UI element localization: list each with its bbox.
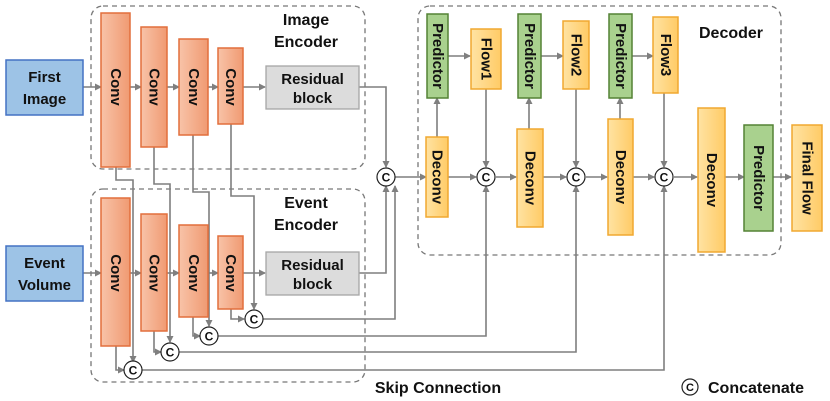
svg-text:Flow1: Flow1 <box>478 38 495 81</box>
svg-text:block: block <box>293 276 333 293</box>
event-encoder-label-2: Encoder <box>274 217 338 234</box>
event-volume-label-2: Volume <box>18 277 71 294</box>
svg-text:Predictor: Predictor <box>750 145 767 211</box>
concat-node-decoder-2: C <box>566 167 586 187</box>
svg-text:Residual: Residual <box>281 71 344 88</box>
decoder-label: Decoder <box>699 25 763 42</box>
svg-text:C: C <box>572 171 581 185</box>
svg-text:Conv: Conv <box>185 254 202 292</box>
svg-text:Conv: Conv <box>185 68 202 106</box>
image-encoder-group <box>90 5 366 170</box>
flow1-box: Flow1 <box>470 28 502 90</box>
concatenate-legend-label: Concatenate <box>708 380 804 397</box>
skip-connection-label: Skip Connection <box>375 380 501 397</box>
first-image-label-2: Image <box>23 91 66 108</box>
concat-node-skip-1: C <box>123 360 143 380</box>
flow3-box: Flow3 <box>652 16 679 94</box>
first-image-box <box>5 59 84 116</box>
concat-node-skip-2: C <box>160 342 180 362</box>
svg-text:C: C <box>166 346 175 360</box>
event-volume-label-1: Event <box>24 255 65 272</box>
concatenate-legend-symbol: C <box>686 382 694 394</box>
decoder-group <box>417 5 782 256</box>
predictor-1: Predictor <box>426 13 449 99</box>
svg-text:Predictor: Predictor <box>612 23 629 89</box>
image-conv-3: Conv <box>178 38 209 136</box>
svg-text:Flow3: Flow3 <box>657 34 674 77</box>
svg-text:Conv: Conv <box>146 254 163 292</box>
svg-text:Final Flow: Final Flow <box>799 141 816 215</box>
event-residual-block: Residual block <box>265 251 360 296</box>
image-conv-1: Conv <box>100 12 131 168</box>
svg-text:Conv: Conv <box>222 254 239 292</box>
event-conv-3: Conv <box>178 224 209 318</box>
svg-text:Deconv: Deconv <box>703 153 720 208</box>
concat-node-skip-4: C <box>244 309 264 329</box>
concat-node-skip-3: C <box>199 326 219 346</box>
deconv-4: Deconv <box>697 107 726 253</box>
svg-text:Conv: Conv <box>222 68 239 106</box>
event-volume-box <box>5 245 84 302</box>
svg-text:C: C <box>660 171 669 185</box>
predictor-final: Predictor <box>743 124 774 232</box>
svg-text:C: C <box>482 171 491 185</box>
deconv-1: Deconv <box>425 136 449 218</box>
svg-text:Deconv: Deconv <box>522 151 539 206</box>
svg-text:Conv: Conv <box>146 68 163 106</box>
event-conv-4: Conv <box>217 235 244 310</box>
predictor-2: Predictor <box>517 13 542 99</box>
concat-node-main: C <box>376 167 396 187</box>
concat-node-decoder-1: C <box>476 167 496 187</box>
svg-text:block: block <box>293 90 333 107</box>
final-flow-box: Final Flow <box>791 124 823 232</box>
event-conv-2: Conv <box>140 213 168 332</box>
svg-text:C: C <box>205 330 214 344</box>
event-encoder-label-1: Event <box>284 195 328 212</box>
concatenate-legend: C Concatenate <box>681 378 804 397</box>
first-image-label-1: First <box>28 69 61 86</box>
svg-text:Deconv: Deconv <box>612 150 629 205</box>
event-conv-1: Conv <box>100 197 131 347</box>
svg-text:C: C <box>382 171 391 185</box>
predictor-3: Predictor <box>608 13 633 99</box>
image-encoder-label-2: Encoder <box>274 34 338 51</box>
svg-text:C: C <box>129 364 138 378</box>
deconv-2: Deconv <box>516 128 544 228</box>
svg-text:Deconv: Deconv <box>429 150 446 205</box>
svg-text:Conv: Conv <box>107 68 124 106</box>
svg-text:C: C <box>250 313 259 327</box>
image-residual-block: Residual block <box>265 65 360 110</box>
flow2-box: Flow2 <box>562 20 590 90</box>
event-encoder-group <box>90 188 366 383</box>
svg-text:Predictor: Predictor <box>429 23 446 89</box>
svg-text:Conv: Conv <box>107 254 124 292</box>
image-conv-4: Conv <box>217 47 244 125</box>
image-conv-2: Conv <box>140 26 168 148</box>
svg-text:Flow2: Flow2 <box>568 34 585 77</box>
svg-text:Predictor: Predictor <box>521 23 538 89</box>
concat-node-decoder-3: C <box>654 167 674 187</box>
svg-text:Residual: Residual <box>281 257 344 274</box>
deconv-3: Deconv <box>607 118 634 236</box>
image-encoder-label-1: Image <box>283 12 329 29</box>
